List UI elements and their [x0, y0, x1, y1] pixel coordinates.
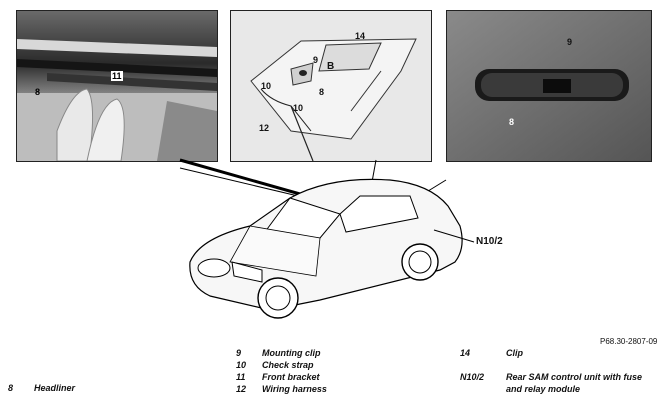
legend-item-11: 11 Front bracket — [236, 371, 386, 383]
callout-8: 8 — [319, 87, 325, 97]
callout-12: 12 — [259, 123, 270, 133]
legend-num: 14 — [460, 348, 471, 358]
callout-8: 8 — [35, 87, 41, 97]
legend-item-n10-2-cont: and relay module — [460, 383, 660, 395]
legend-item-8: 8 Headliner — [8, 382, 128, 394]
headliner-drawing — [250, 38, 417, 161]
diagram-panel-headliner: 14 9 B 10 8 10 12 — [230, 10, 432, 162]
legend-num: 11 — [236, 372, 246, 382]
legend-item-9: 9 Mounting clip — [236, 347, 386, 359]
legend-text: Front bracket — [262, 372, 320, 382]
callout-8: 8 — [509, 117, 515, 127]
callout-11: 11 — [111, 71, 123, 81]
legend-item-12: 12 Wiring harness — [236, 383, 386, 395]
legend-text: Rear SAM control unit with fuse — [506, 372, 643, 382]
callout-10a: 10 — [261, 81, 272, 91]
legend-item-14: 14 Clip — [460, 347, 650, 359]
legend-text: and relay module — [506, 384, 581, 394]
legend-text: Clip — [506, 348, 523, 358]
mounting-clip-photo — [447, 11, 651, 161]
callout-14: 14 — [355, 31, 366, 41]
legend-num: 8 — [8, 383, 14, 393]
figure-code: P68.30-2807-09 — [600, 337, 658, 346]
photo-panel-front-bracket: 11 8 — [16, 10, 218, 162]
legend-num: 10 — [236, 360, 247, 370]
legend-num: N10/2 — [460, 372, 485, 382]
front-bracket-photo — [17, 11, 217, 161]
legend-item-10: 10 Check strap — [236, 359, 386, 371]
legend-text: Wiring harness — [262, 384, 327, 394]
legend-text: Headliner — [34, 383, 76, 393]
callout-9: 9 — [313, 55, 319, 65]
callout-10b: 10 — [293, 103, 304, 113]
callout-9: 9 — [567, 37, 573, 47]
legend-text: Check strap — [262, 360, 314, 370]
legend-num: 12 — [236, 384, 247, 394]
legend-text: Mounting clip — [262, 348, 321, 358]
photo-panel-mounting-clip: 9 8 — [446, 10, 652, 162]
callout-B: B — [327, 61, 335, 72]
legend-item-n10-2: N10/2 Rear SAM control unit with fuse — [460, 371, 660, 383]
legend-num: 9 — [236, 348, 242, 358]
callout-n10-2: N10/2 — [476, 236, 503, 247]
